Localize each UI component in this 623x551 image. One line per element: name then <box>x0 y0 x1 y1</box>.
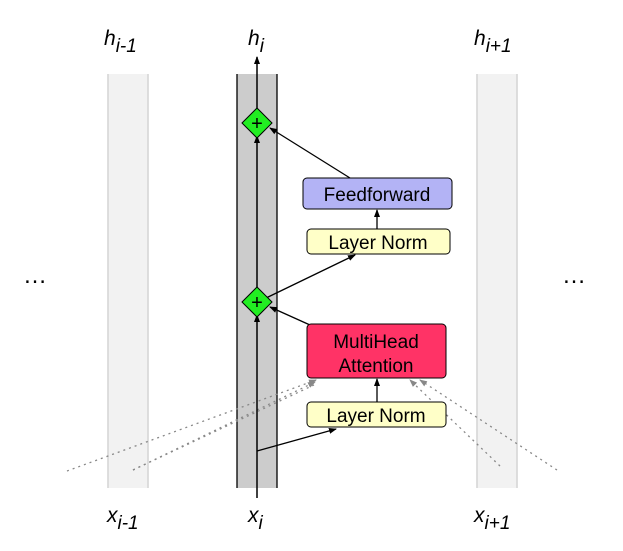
feedforward-to-add-arrow <box>269 127 351 179</box>
plus-icon: + <box>251 292 263 314</box>
column-next <box>477 74 517 488</box>
add-node-bottom: + <box>241 286 273 318</box>
add-to-layernorm-arrow <box>263 254 356 300</box>
label-h-prev: hi-1 <box>104 27 137 57</box>
layer-norm-bottom-label: Layer Norm <box>326 406 425 427</box>
layer-norm-bottom-box: Layer Norm <box>306 401 447 428</box>
attention-box: MultiHead Attention <box>306 323 447 379</box>
label-h-next: hi+1 <box>474 27 512 57</box>
layer-norm-top-box: Layer Norm <box>306 228 451 255</box>
attention-label-line2: Attention <box>339 356 414 377</box>
attention-to-add-arrow <box>269 306 311 326</box>
plus-icon: + <box>251 113 263 135</box>
label-x-current: xi <box>247 504 264 534</box>
add-diamond-top <box>241 107 273 139</box>
column-prev <box>108 74 148 488</box>
feedforward-box: Feedforward <box>302 177 453 210</box>
add-node-top: + <box>241 107 273 139</box>
attention-input-from-prev-3 <box>132 381 316 471</box>
attention-input-from-prev-1 <box>66 379 317 472</box>
input-to-layernorm-arrow <box>256 427 337 452</box>
add-diamond-bottom <box>241 286 273 318</box>
attention-label-line1: MultiHead <box>333 332 419 353</box>
label-x-prev: xi-1 <box>106 504 139 534</box>
attention-input-from-prev-2 <box>132 383 317 471</box>
ellipsis-right: … <box>562 262 586 289</box>
feedforward-label: Feedforward <box>324 185 431 206</box>
label-h-current: hi <box>248 27 265 57</box>
attention-input-from-next-1 <box>409 379 501 467</box>
layer-norm-top-label: Layer Norm <box>328 233 427 254</box>
label-x-next: xi+1 <box>473 504 510 534</box>
ellipsis-left: … <box>23 262 47 289</box>
